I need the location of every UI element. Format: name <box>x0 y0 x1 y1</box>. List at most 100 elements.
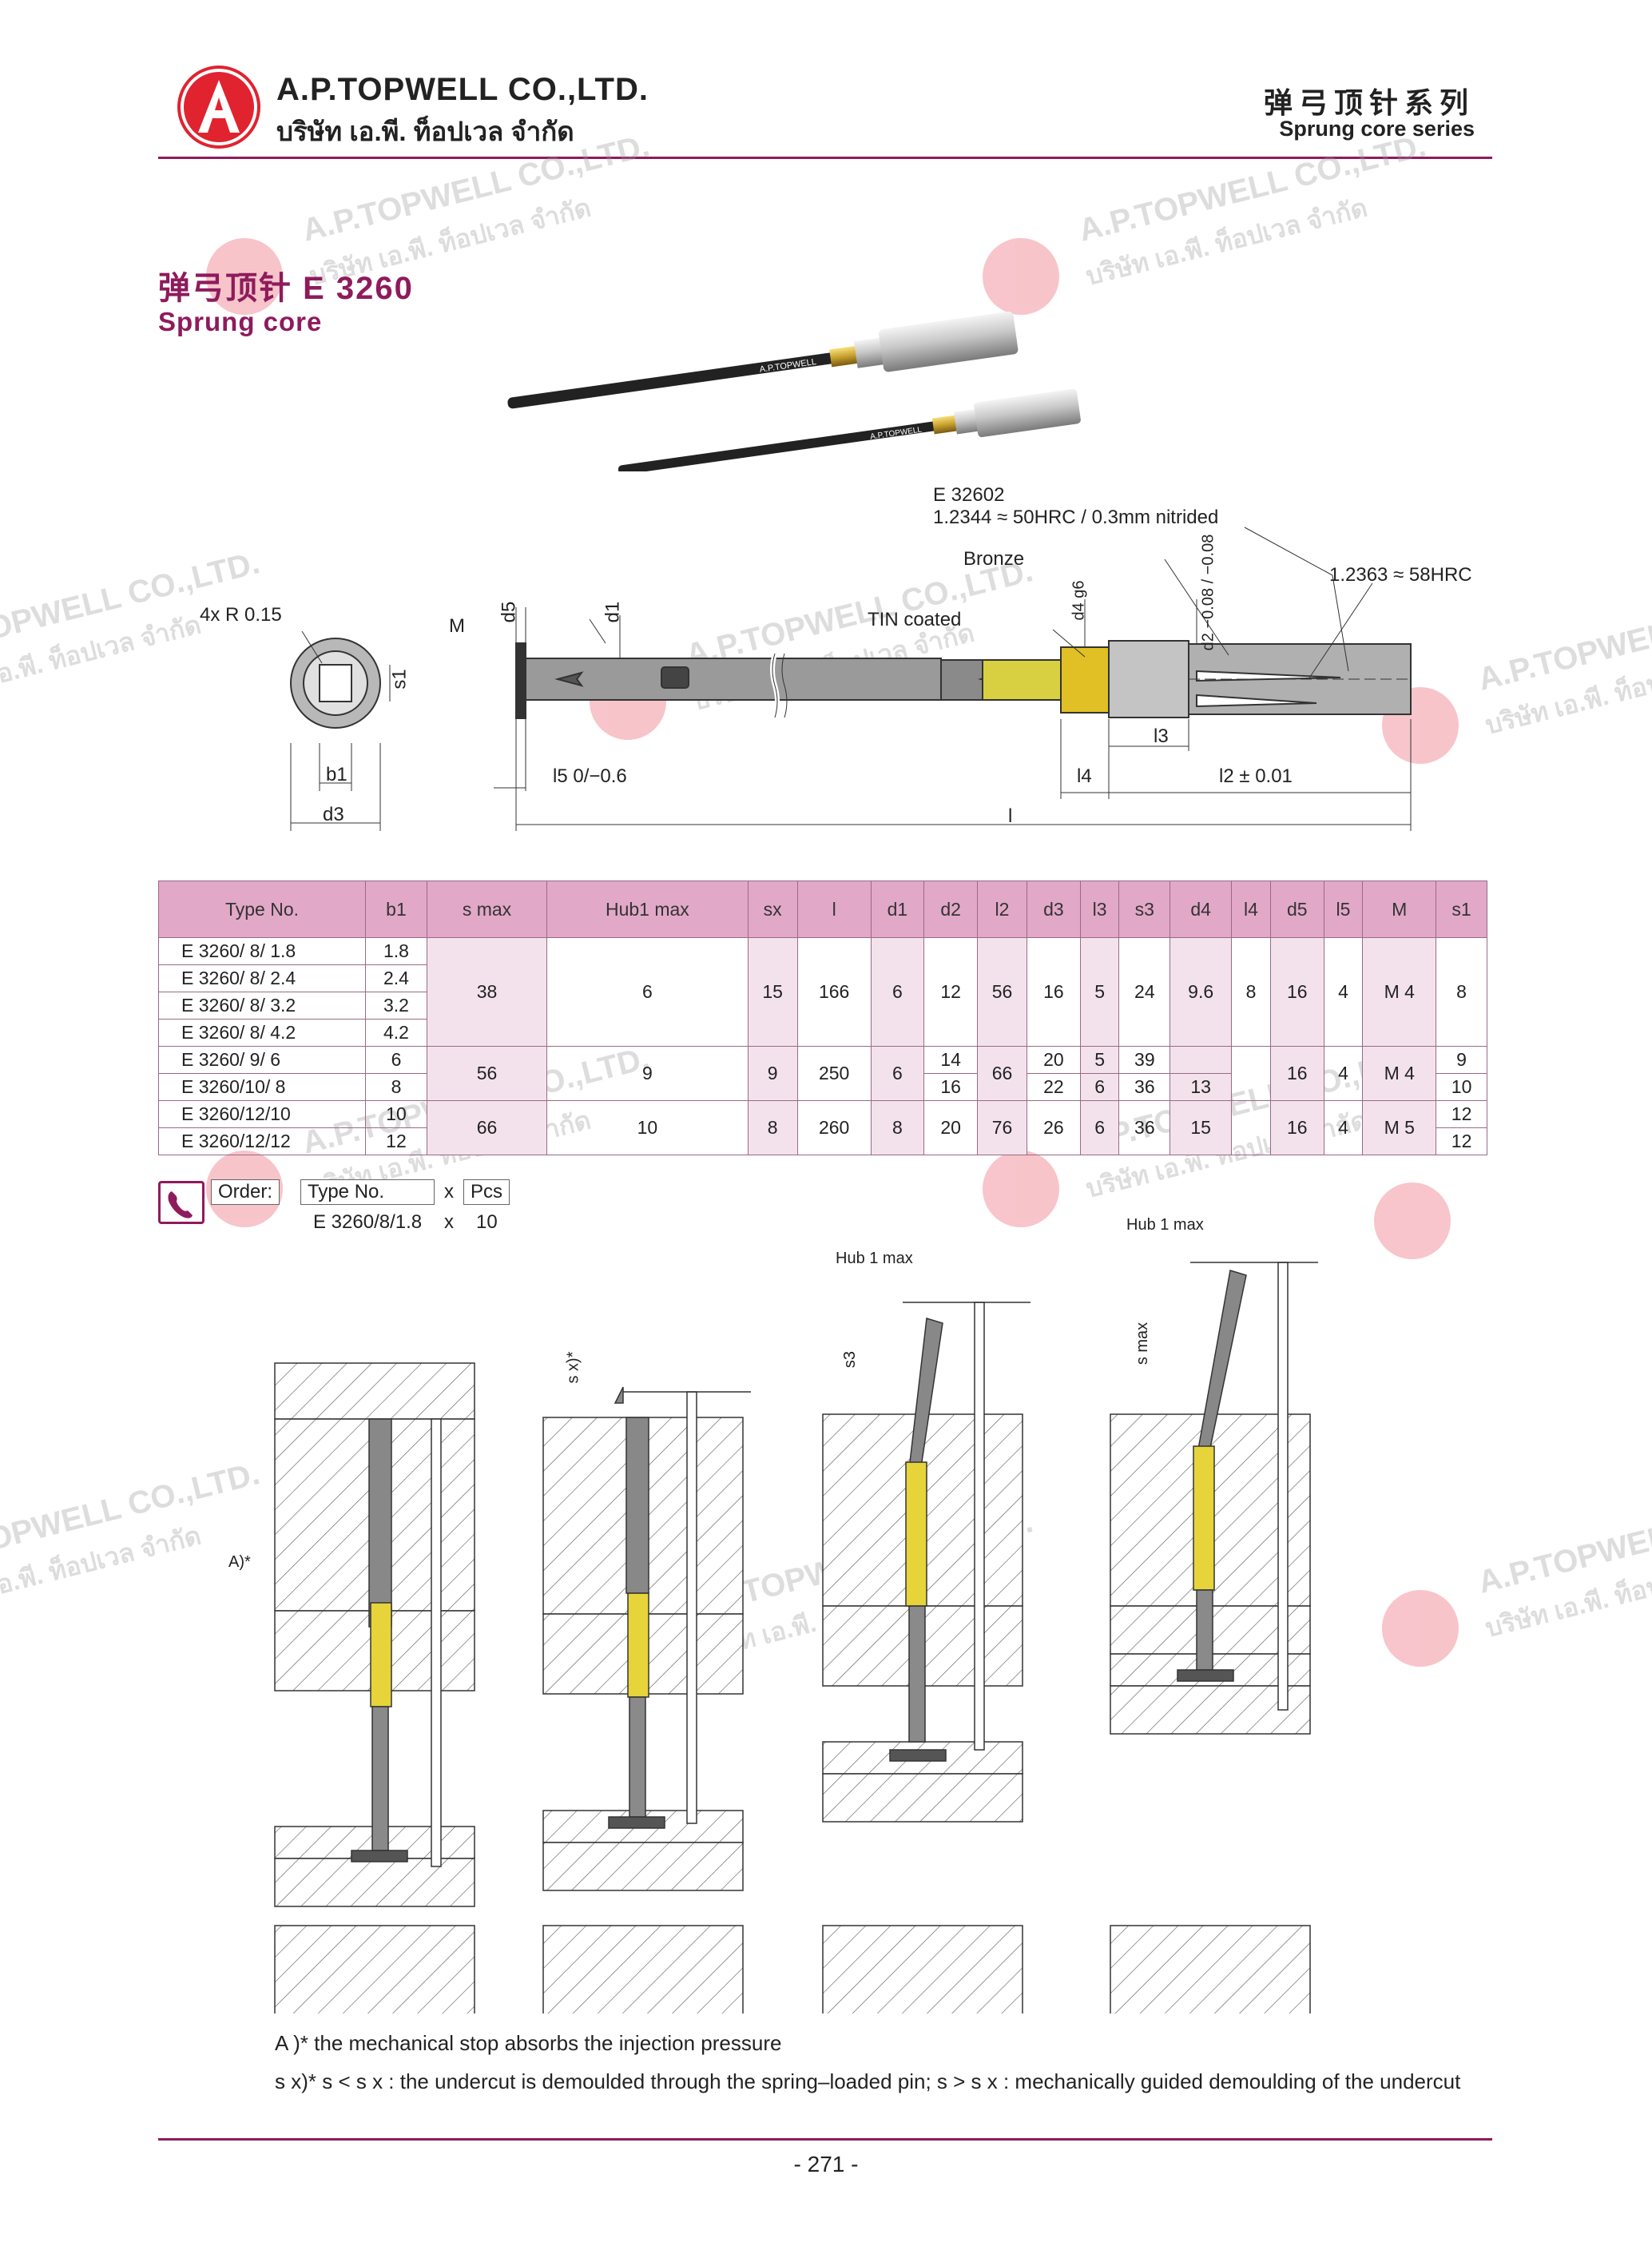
thread-m-label: M <box>449 615 465 637</box>
hub-cell: 10 <box>546 1100 749 1155</box>
table-row: E 3260/ 8/ 2.4 2.4 <box>158 964 1487 992</box>
d5-cell: 16 <box>1269 1100 1324 1155</box>
d2-cell: 12 <box>923 937 978 1047</box>
col-header: Hub1 max <box>546 881 749 938</box>
footer-divider <box>158 2138 1492 2141</box>
stage-hub-label: Hub 1 max <box>1126 1216 1204 1234</box>
b1-cell: 6 <box>365 1046 427 1074</box>
watermark-text-th: บริษัท เอ.พี. ท็อปเวล จำกัด <box>1482 1544 1652 1643</box>
l-cell: 250 <box>796 1046 872 1101</box>
material-head-label: 1.2344 ≈ 50HRC / 0.3mm nitrided <box>933 507 1219 528</box>
d2-cell: 14 <box>923 1046 978 1074</box>
series-title-cn: 弹弓顶针系列 <box>1263 86 1475 119</box>
l5-label: l5 0/−0.6 <box>553 765 627 787</box>
l4-cell <box>1231 1100 1271 1155</box>
l3-cell: 5 <box>1079 937 1120 1047</box>
d4-cell: 15 <box>1170 1100 1233 1155</box>
watermark-text: A.P.TOPWELL CO.,LTD. <box>1475 1480 1652 1600</box>
d1-label: d1 <box>602 601 624 623</box>
type-no-cell: E 3260/ 8/ 4.2 <box>158 1019 366 1047</box>
technical-drawing <box>290 527 1412 831</box>
order-label: Order: <box>211 1179 280 1205</box>
d5-label: d5 <box>498 601 520 623</box>
type-no-cell: E 3260/12/10 <box>158 1100 366 1128</box>
d1-cell: 6 <box>870 1046 925 1101</box>
b1-cell: 10 <box>365 1100 427 1128</box>
part-number-label: E 32602 <box>933 484 1005 506</box>
table-row: E 3260/12/12 12 12 <box>158 1127 1487 1155</box>
d2-cell: 20 <box>923 1100 978 1155</box>
col-header: d5 <box>1269 881 1324 938</box>
m-cell: M 4 <box>1362 937 1437 1047</box>
col-header: l <box>796 881 872 938</box>
page-number: - 271 - <box>793 2152 859 2176</box>
watermark-text: A.P.TOPWELL CO.,LTD. <box>1475 577 1652 698</box>
l4-label: l4 <box>1077 765 1092 787</box>
m-cell: M 4 <box>1362 1046 1437 1101</box>
b1-cell: 8 <box>365 1073 427 1101</box>
watermark: A.P.TOPWELL CO.,LTD. บริษัท เอ.พี. ท็อปเ… <box>0 1456 263 1670</box>
watermark-logo-icon <box>983 1151 1059 1227</box>
product-title-cn: 弹弓顶针 E 3260 <box>158 271 414 306</box>
type-no-cell: E 3260/12/12 <box>158 1127 366 1155</box>
s3-cell: 36 <box>1118 1100 1171 1155</box>
l2-label: l2 ± 0.01 <box>1219 765 1293 787</box>
d2-label: d2 −0.08 / −0.08 <box>1199 534 1217 651</box>
watermark-text-th: บริษัท เอ.พี. ท็อปเวล จำกัด <box>1082 193 1371 291</box>
col-header: l2 <box>976 881 1028 938</box>
type-no-cell: E 3260/10/ 8 <box>158 1073 366 1101</box>
d5-cell: 16 <box>1269 937 1324 1047</box>
col-header: l5 <box>1323 881 1364 938</box>
type-no-cell: E 3260/ 8/ 3.2 <box>158 992 366 1020</box>
smax-cell: 56 <box>426 1046 548 1101</box>
col-header: Type No. <box>158 881 366 938</box>
order-example-qty: 10 <box>476 1211 498 1233</box>
table-row: E 3260/ 8/ 3.2 3.2 <box>158 992 1487 1020</box>
d4-label: d4 g6 <box>1070 580 1088 621</box>
watermark-text-th: บริษัท เอ.พี. ท็อปเวล จำกัด <box>0 1521 205 1618</box>
hub-cell: 9 <box>546 1046 749 1101</box>
note-mechanical-stop: A )* the mechanical stop absorbs the inj… <box>275 2031 782 2055</box>
d1-cell: 8 <box>870 1100 925 1155</box>
s1-cell: 9 <box>1436 1046 1487 1074</box>
s1-cell: 10 <box>1436 1073 1487 1101</box>
stage-a-label: A)* <box>228 1553 251 1571</box>
l5-cell: 4 <box>1323 1100 1364 1155</box>
radius-label: 4x R 0.15 <box>200 604 282 626</box>
phone-order-icon <box>158 1181 205 1224</box>
col-header: sx <box>747 881 798 938</box>
s1-cell: 12 <box>1436 1100 1487 1128</box>
table-header-row: Type No. b1 s max Hub1 max sx l d1 d2 l2… <box>158 881 1487 938</box>
l3-cell: 5 <box>1079 1046 1120 1074</box>
l3-cell: 6 <box>1079 1073 1120 1101</box>
watermark-text: A.P.TOPWELL CO.,LTD. <box>1075 128 1430 248</box>
l3-label: l3 <box>1154 725 1169 747</box>
material-body-label: 1.2363 ≈ 58HRC <box>1329 564 1472 586</box>
series-title-en: Sprung core series <box>1279 117 1475 141</box>
col-header: d3 <box>1027 881 1081 938</box>
order-multiply: x <box>444 1211 454 1233</box>
b1-cell: 4.2 <box>365 1019 427 1047</box>
l3-cell: 6 <box>1079 1100 1120 1155</box>
operation-stages-diagram <box>274 1262 1318 2013</box>
dimension-table: Type No. b1 s max Hub1 max sx l d1 d2 l2… <box>158 881 1487 1155</box>
l2-cell: 66 <box>976 1046 1028 1101</box>
sx-cell: 8 <box>747 1100 798 1155</box>
l-cell: 166 <box>796 937 872 1047</box>
col-header: d4 <box>1170 881 1233 938</box>
order-example-type: E 3260/8/1.8 <box>313 1211 423 1233</box>
type-no-cell: E 3260/ 8/ 2.4 <box>158 964 366 992</box>
b1-cell: 2.4 <box>365 964 427 992</box>
company-logo <box>177 66 260 149</box>
s3-cell: 36 <box>1118 1073 1171 1101</box>
d3-cell: 16 <box>1027 937 1081 1047</box>
stage-smax-label: s max <box>1134 1322 1152 1365</box>
col-header: s max <box>426 881 548 938</box>
table-row: E 3260/ 8/ 4.2 4.2 <box>158 1019 1487 1047</box>
sx-cell: 15 <box>747 937 798 1047</box>
type-no-cell: E 3260/ 9/ 6 <box>158 1046 366 1074</box>
l2-cell: 56 <box>976 937 1028 1047</box>
b1-cell: 1.8 <box>365 937 427 965</box>
table-row: E 3260/ 8/ 1.8 1.8 38 6 15 166 6 12 56 1… <box>158 937 1487 1047</box>
s1-cell: 8 <box>1436 937 1487 1047</box>
